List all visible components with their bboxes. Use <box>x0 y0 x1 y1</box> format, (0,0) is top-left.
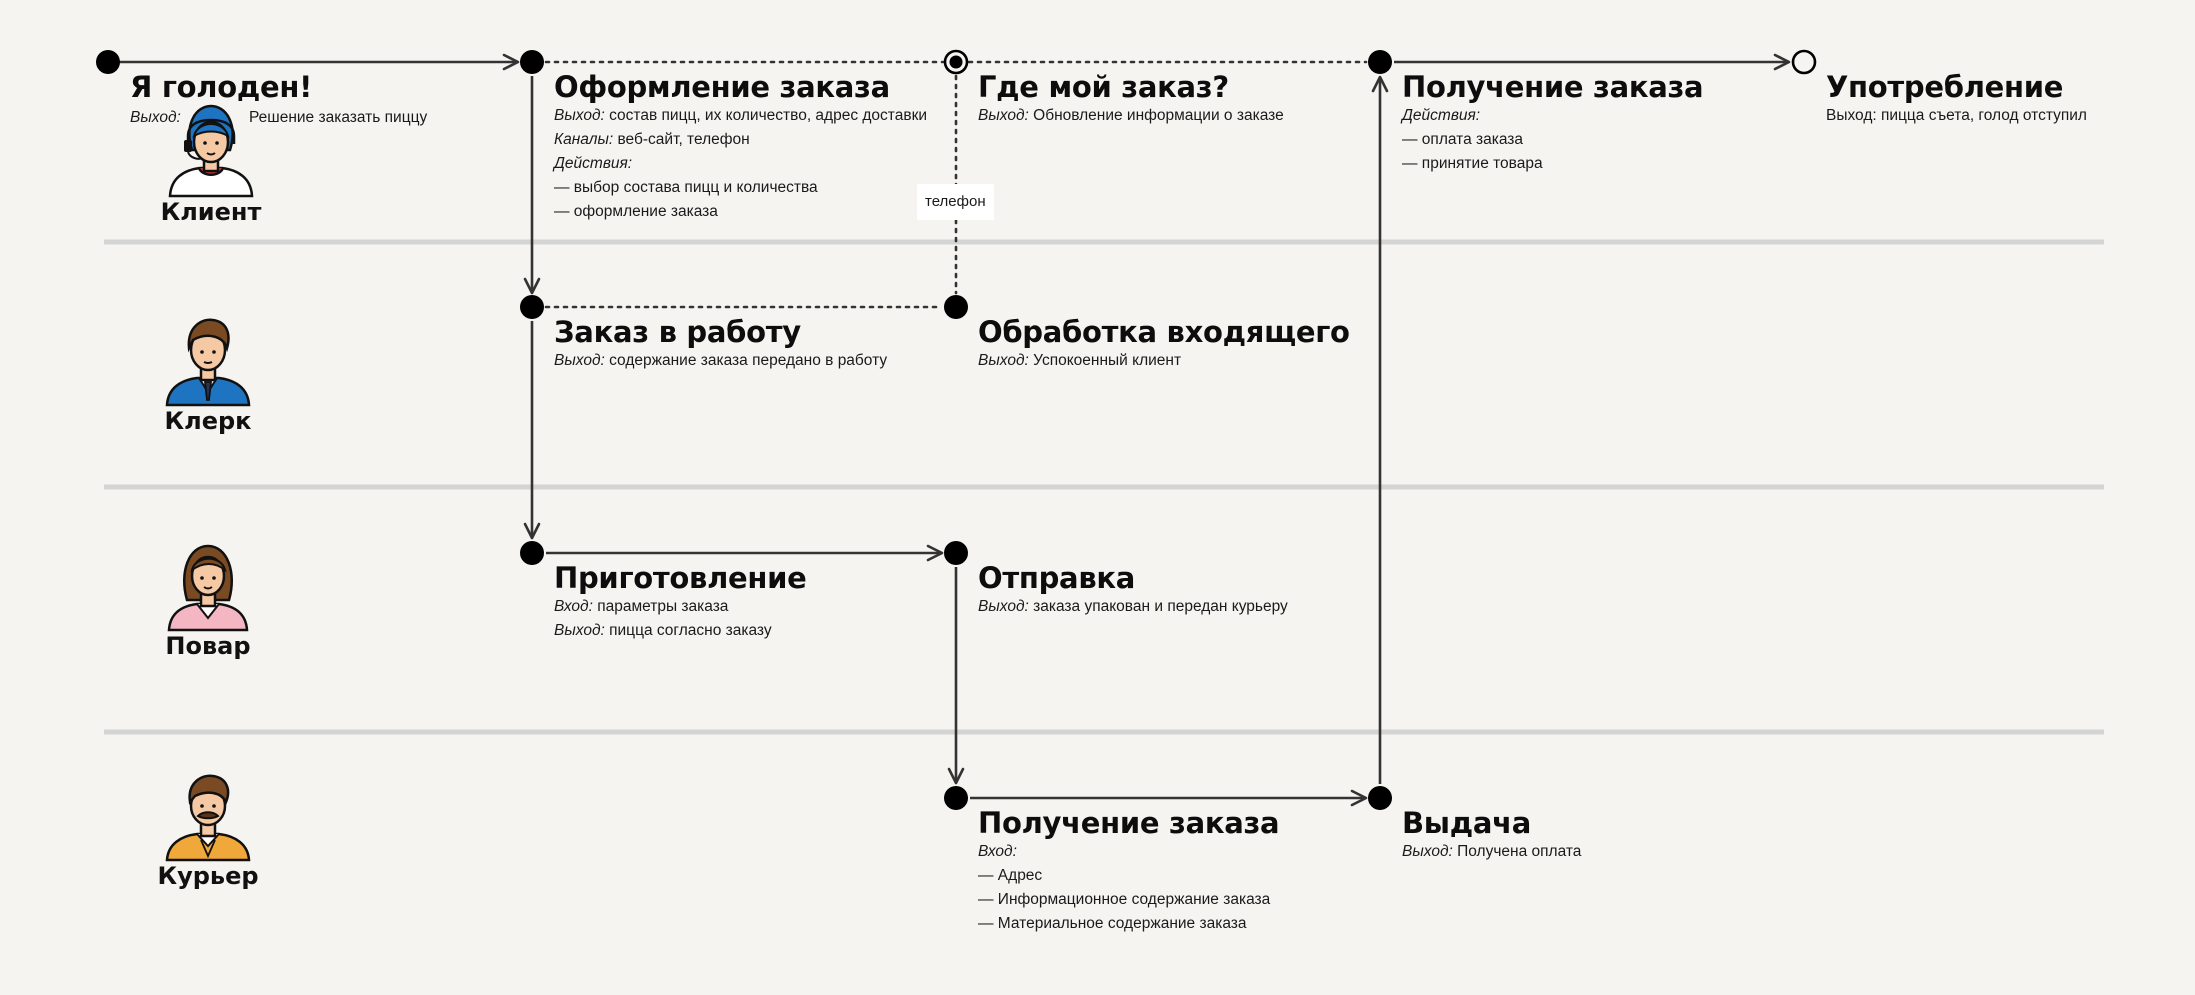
actor-name: Курьер <box>157 862 259 890</box>
step-pickup-courier: Получение заказа Вход: — Адрес — Информа… <box>978 806 1280 936</box>
step-line: Выход: заказа упакован и передан курьеру <box>978 598 1288 615</box>
step-cooking: Приготовление Вход: параметры заказа Вых… <box>554 561 807 643</box>
step-line: Выход: Обновление информации о заказе <box>978 107 1284 124</box>
step-where-is-order: Где мой заказ? Выход: Обновление информа… <box>978 70 1284 128</box>
step-line: Выход: пицца съета, голод отступил <box>1826 107 2087 124</box>
node-dispatch <box>944 541 968 565</box>
node-where-core <box>949 55 963 69</box>
node-pickup <box>944 786 968 810</box>
step-line: — выбор состава пицц и количества <box>554 179 818 196</box>
step-incoming: Обработка входящего Выход: Успокоенный к… <box>978 315 1350 373</box>
step-receive-client: Получение заказа Действия: — оплата зака… <box>1402 70 1704 176</box>
client-avatar-icon <box>168 104 254 198</box>
step-handover: Выдача Выход: Получена оплата <box>1402 806 1581 864</box>
node-cooking <box>520 541 544 565</box>
courier-avatar-icon <box>165 774 251 862</box>
step-line: — Адрес <box>978 867 1043 884</box>
actor-cook: Повар <box>148 540 268 660</box>
step-title: Получение заказа <box>978 806 1280 840</box>
step-line: Вход: <box>978 843 1017 860</box>
actor-client: Клиент <box>151 98 271 226</box>
node-order <box>520 50 544 74</box>
step-title: Употребление <box>1826 70 2064 104</box>
step-hungry: Я голоден! <box>130 70 312 104</box>
node-hungry <box>96 50 120 74</box>
step-title: Я голоден! <box>130 70 313 104</box>
step-line: — Информационное содержание заказа <box>978 891 1271 908</box>
node-consume <box>1791 49 1817 75</box>
actor-clerk: Клерк <box>148 312 268 435</box>
step-dispatch: Отправка Выход: заказа упакован и переда… <box>978 561 1288 619</box>
step-line: Выход: содержание заказа передано в рабо… <box>554 352 888 369</box>
step-line: Вход: параметры заказа <box>554 598 729 615</box>
step-line: Выход: Получена оплата <box>1402 843 1582 860</box>
channel-label-phone: телефон <box>917 184 994 220</box>
node-handover <box>1368 786 1392 810</box>
step-line: Действия: <box>1402 107 1481 124</box>
step-line: — Материальное содержание заказа <box>978 915 1247 932</box>
hungry-output-label: Выход: <box>130 109 181 126</box>
step-line: Выход: пицца согласно заказу <box>554 622 772 639</box>
actor-name: Клиент <box>160 198 262 226</box>
step-title: Получение заказа <box>1402 70 1704 104</box>
step-line: Выход: состав пицц, их количество, адрес… <box>554 107 928 124</box>
step-title: Где мой заказ? <box>978 70 1229 104</box>
node-to-work <box>520 295 544 319</box>
step-line: Каналы: веб-сайт, телефон <box>554 131 750 148</box>
step-title: Оформление заказа <box>554 70 890 104</box>
hungry-output-text: Решение заказать пиццу <box>249 109 428 126</box>
cook-avatar-icon <box>167 544 249 632</box>
step-title: Отправка <box>978 561 1136 595</box>
step-line: Выход: Успокоенный клиент <box>978 352 1182 369</box>
step-consume: Употребление Выход: пицца съета, голод о… <box>1826 70 2087 128</box>
step-line: — оформление заказа <box>554 203 718 220</box>
node-incoming <box>944 295 968 319</box>
step-title: Приготовление <box>554 561 807 595</box>
step-title: Выдача <box>1402 806 1531 840</box>
actor-name: Повар <box>165 632 251 660</box>
step-line: — принятие товара <box>1402 155 1543 172</box>
node-receive-client <box>1368 50 1392 74</box>
step-title: Заказ в работу <box>554 315 801 349</box>
clerk-avatar-icon <box>165 318 251 407</box>
step-line: — оплата заказа <box>1402 131 1524 148</box>
step-to-work: Заказ в работу Выход: содержание заказа … <box>554 315 887 373</box>
step-line: Действия: <box>554 155 633 172</box>
actor-name: Клерк <box>164 407 252 435</box>
step-title: Обработка входящего <box>978 315 1350 349</box>
actor-courier: Курьер <box>148 770 268 890</box>
step-order: Оформление заказа Выход: состав пицц, их… <box>554 70 927 224</box>
